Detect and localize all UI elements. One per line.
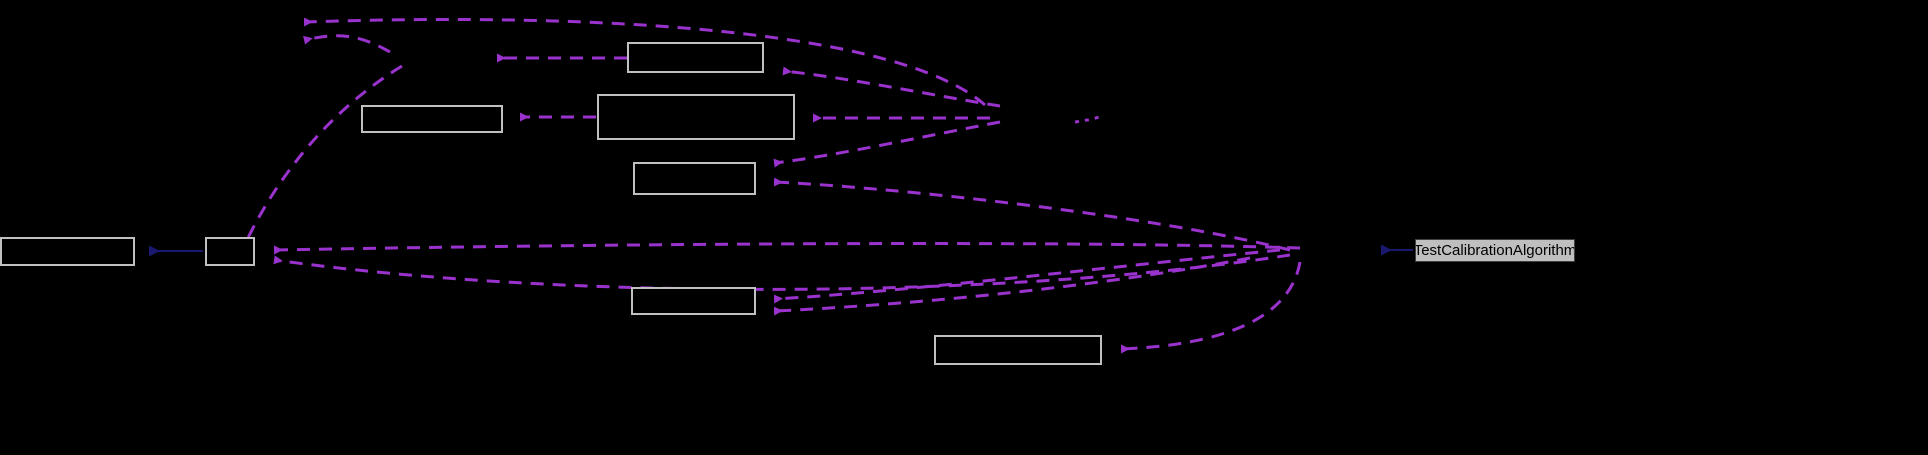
edge-to-top-left-a [303, 17, 986, 107]
edge-hub-stub [1074, 115, 1101, 124]
edge-hub-to-node6-upper [773, 248, 1281, 304]
graph-node-2[interactable] [361, 105, 503, 133]
edge-hub-to-node7 [1120, 261, 1302, 354]
edge-group-dependency [240, 17, 1302, 354]
graph-node-test-calibration-algorithm[interactable]: TestCalibrationAlgorithm [1415, 239, 1575, 262]
graph-node-6[interactable] [631, 287, 756, 315]
edge-hub-to-node1-horizontal [273, 242, 1301, 255]
graph-node-0[interactable] [0, 237, 135, 266]
graph-node-4[interactable] [597, 94, 795, 140]
edge-bottom-to-node1 [273, 253, 1291, 291]
graph-node-7[interactable] [934, 335, 1102, 365]
edge-node1-riser [240, 64, 403, 247]
graph-node-3[interactable] [627, 42, 764, 73]
edge-hub-to-node5-upper [773, 120, 1001, 168]
edge-hub-to-node3 [782, 66, 1001, 108]
edge-group-inheritance [149, 244, 1413, 257]
edge-hub-to-node6-lower [773, 256, 1251, 316]
edge-hub-to-node5-lower [773, 177, 1291, 252]
graph-node-1[interactable] [205, 237, 255, 266]
graph-node-5[interactable] [633, 162, 756, 195]
graph-node-test-calibration-algorithm-label: TestCalibrationAlgorithm [1415, 242, 1575, 259]
edge-to-top-left-b [303, 34, 391, 54]
